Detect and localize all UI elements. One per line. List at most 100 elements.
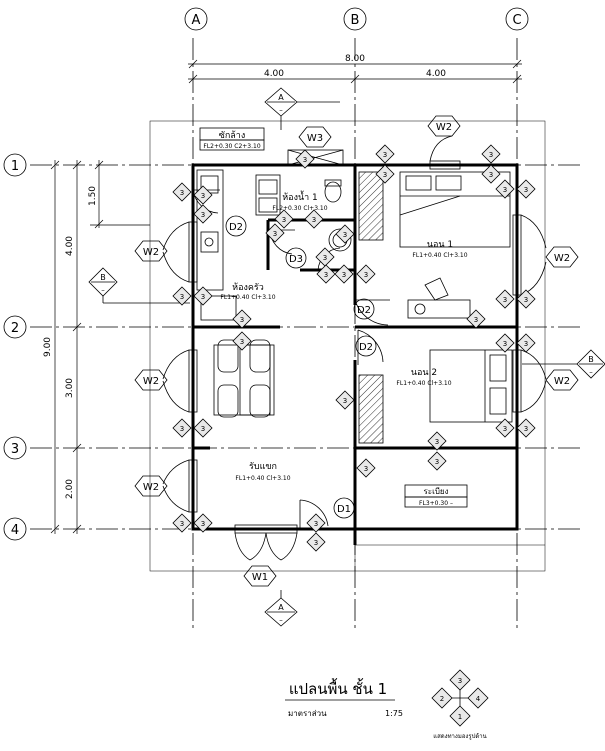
- room-label-bedroom1: นอน 1 FL1+0.40 Cl+3.10: [412, 240, 467, 259]
- svg-text:A: A: [278, 603, 284, 612]
- tag-d2-kitchen: D2: [225, 215, 247, 237]
- svg-text:3: 3: [524, 340, 528, 348]
- svg-text:3: 3: [343, 397, 347, 405]
- svg-text:3: 3: [314, 520, 318, 528]
- svg-text:นอน 2: นอน 2: [411, 368, 437, 378]
- svg-text:3: 3: [303, 156, 307, 164]
- wall-marker: 3: [335, 224, 355, 244]
- dim-seg-2: 4.00: [65, 236, 75, 256]
- svg-text:1: 1: [11, 159, 19, 174]
- svg-text:3: 3: [273, 230, 277, 238]
- svg-text:FL2+0.30 C2+3.10: FL2+0.30 C2+3.10: [203, 143, 260, 150]
- section-marker-b-left: B –: [88, 267, 190, 304]
- grid-bubble-3: 3: [3, 436, 27, 460]
- svg-text:3: 3: [240, 338, 244, 346]
- svg-text:A: A: [192, 13, 201, 28]
- svg-text:3: 3: [503, 425, 507, 433]
- svg-text:B: B: [351, 13, 360, 28]
- svg-text:3: 3: [201, 520, 205, 528]
- legend-2: 2: [440, 695, 444, 703]
- svg-text:–: –: [589, 368, 593, 376]
- svg-text:3: 3: [201, 293, 205, 301]
- svg-text:W1: W1: [252, 572, 268, 583]
- wall-marker: 3: [356, 264, 376, 284]
- svg-text:ห้องน้ำ 1: ห้องน้ำ 1: [282, 190, 318, 203]
- svg-text:D2: D2: [229, 222, 243, 233]
- tag-d2-bed1: D2: [353, 298, 375, 320]
- tag-w2-top: W2: [427, 115, 461, 137]
- wall-marker: 3: [495, 289, 515, 309]
- svg-text:3: 3: [364, 465, 368, 473]
- svg-text:D3: D3: [289, 254, 303, 265]
- wall-marker: 3: [516, 418, 536, 438]
- grid-bubble-1: 1: [3, 153, 27, 177]
- svg-text:รับแขก: รับแขก: [249, 462, 277, 472]
- svg-text:W2: W2: [554, 253, 570, 264]
- wall-marker: 3: [265, 223, 285, 243]
- svg-text:D1: D1: [337, 504, 351, 515]
- svg-text:3: 3: [474, 316, 478, 324]
- wall-marker: 3: [193, 418, 213, 438]
- fixtures: [196, 169, 513, 444]
- wall-marker: 3: [316, 264, 336, 284]
- doors: [192, 189, 390, 529]
- room-label-living: รับแขก FL1+0.40 Cl+3.10: [235, 462, 290, 482]
- svg-text:3: 3: [383, 171, 387, 179]
- wall-marker: 3: [427, 451, 447, 471]
- svg-text:2: 2: [11, 321, 19, 336]
- title-block: แปลนพื้น ชั้น 1 มาตราส่วน 1:75: [285, 678, 403, 718]
- svg-text:นอน 1: นอน 1: [427, 240, 453, 250]
- svg-text:3: 3: [314, 539, 318, 547]
- dim-left-span: 4.00: [264, 69, 284, 79]
- dim-total-depth: 9.00: [43, 337, 53, 357]
- legend-1: 1: [458, 713, 462, 721]
- grid-lines: [30, 38, 580, 628]
- wall-marker: 3: [193, 185, 213, 205]
- legend-caption: แสดงทางมองรูปด้าน: [433, 733, 487, 740]
- svg-text:3: 3: [489, 171, 493, 179]
- grid-bubble-A: A: [184, 7, 208, 31]
- svg-text:3: 3: [201, 192, 205, 200]
- svg-text:3: 3: [435, 458, 439, 466]
- wall-marker: 3: [375, 164, 395, 184]
- wall-marker: 3: [193, 204, 213, 224]
- svg-text:3: 3: [201, 211, 205, 219]
- wall-marker: 3: [334, 264, 354, 284]
- wall-marker: 3: [232, 331, 252, 351]
- wall-marker: 3: [172, 513, 192, 533]
- wall-marker: 3: [172, 182, 192, 202]
- svg-text:3: 3: [489, 151, 493, 159]
- svg-text:D2: D2: [357, 305, 371, 316]
- wall-marker: 3: [427, 431, 447, 451]
- svg-text:ห้องครัว: ห้องครัว: [232, 282, 264, 293]
- svg-text:W2: W2: [554, 376, 570, 387]
- wall-marker: 3: [481, 164, 501, 184]
- wall-marker: 3: [193, 513, 213, 533]
- legend-3: 3: [458, 677, 462, 685]
- wall-marker: 3: [274, 209, 294, 229]
- room-label-bathroom: ห้องน้ำ 1 FL2+0.30 Cl+3.10: [272, 190, 327, 212]
- section-marker-a-bottom: A –: [264, 590, 298, 627]
- svg-text:3: 3: [435, 438, 439, 446]
- tag-w3: W3: [298, 126, 332, 148]
- svg-text:W2: W2: [436, 122, 452, 133]
- svg-text:W2: W2: [143, 376, 159, 387]
- dim-seg-1: 1.50: [88, 186, 98, 206]
- legend-4: 4: [476, 695, 481, 703]
- svg-text:FL2+0.30 Cl+3.10: FL2+0.30 Cl+3.10: [272, 205, 327, 212]
- dim-right-span: 4.00: [426, 69, 446, 79]
- wall-marker: 3: [495, 179, 515, 199]
- svg-text:3: 3: [364, 271, 368, 279]
- grid-bubble-C: C: [505, 7, 529, 31]
- section-marker-a-top: A –: [264, 87, 340, 130]
- svg-text:D2: D2: [359, 342, 373, 353]
- tag-w2-left-1: W2: [134, 240, 168, 262]
- svg-text:3: 3: [342, 271, 346, 279]
- dim-total-width: 8.00: [345, 54, 365, 64]
- svg-text:3: 3: [180, 425, 184, 433]
- svg-text:3: 3: [524, 296, 528, 304]
- wall-marker: 3: [306, 513, 326, 533]
- wall-marker: 3: [232, 309, 252, 329]
- svg-text:–: –: [279, 616, 283, 624]
